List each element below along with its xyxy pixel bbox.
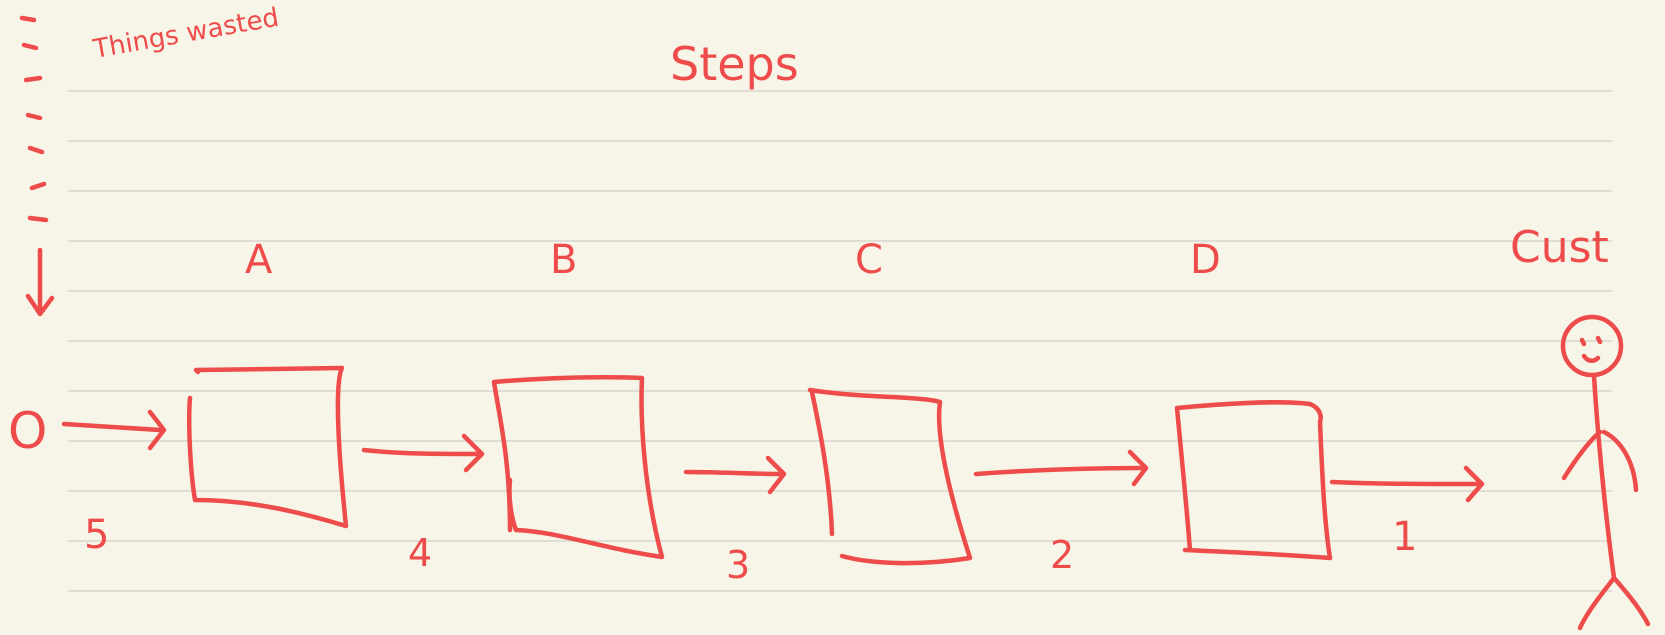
step-label-c: C (855, 237, 883, 283)
ink-layer: Things wasted Steps Cust O A B C D 5 4 (8, 3, 1651, 631)
right-arrow-icon (683, 469, 783, 477)
right-arrow-icon (361, 447, 481, 457)
step-box-d (1174, 400, 1333, 561)
step-box-b (491, 374, 665, 560)
right-arrow-icon (1329, 479, 1483, 487)
start-symbol: O (8, 402, 47, 460)
flow-arrows (61, 409, 1485, 503)
customer-figure-icon (1560, 314, 1651, 631)
right-arrow-icon (61, 421, 163, 433)
step-box-c (807, 387, 973, 566)
wasted-axis-arrow (19, 15, 55, 317)
side-label: Things wasted (90, 3, 281, 65)
step-label-a: A (245, 237, 273, 283)
count-label: 4 (408, 531, 432, 575)
step-box-a (186, 365, 349, 529)
step-label-d: D (1190, 237, 1221, 283)
customer-label: Cust (1510, 222, 1609, 273)
count-label: 5 (84, 512, 109, 558)
count-label: 1 (1392, 514, 1417, 560)
right-arrow-icon (973, 465, 1147, 477)
count-label: 2 (1050, 533, 1074, 577)
diagram-title: Steps (670, 37, 799, 91)
step-label-b: B (550, 237, 577, 283)
ruled-lines (68, 90, 1612, 592)
count-label: 3 (726, 543, 750, 587)
